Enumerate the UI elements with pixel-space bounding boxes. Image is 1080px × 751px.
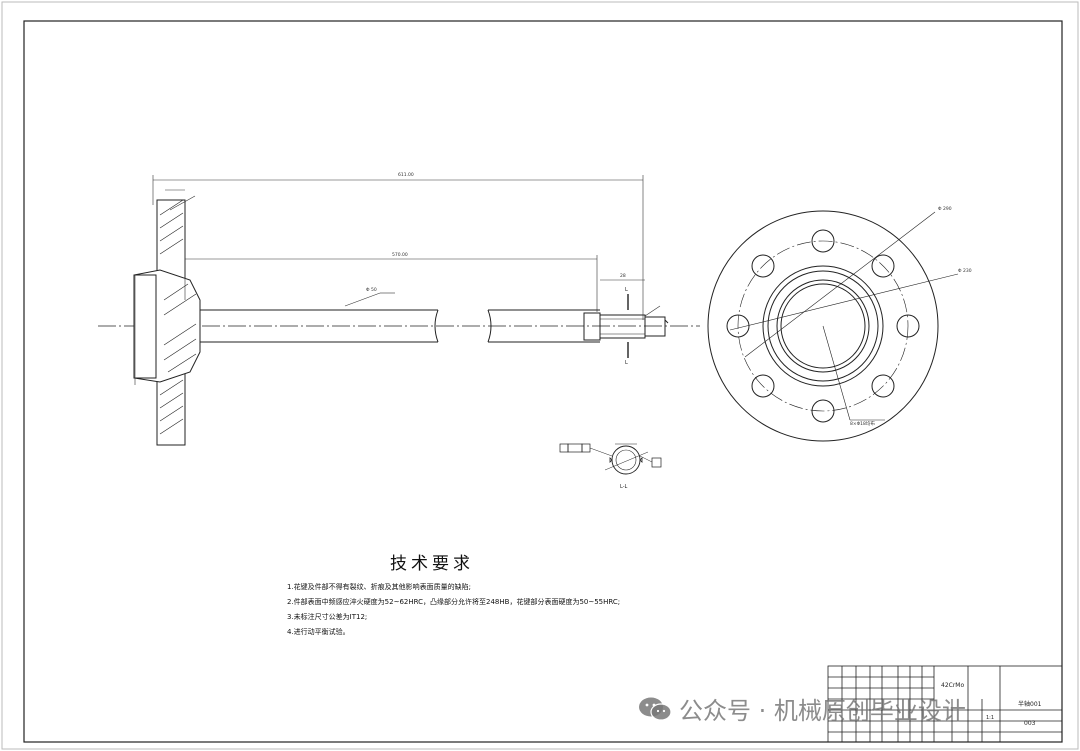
material: 42CrMo [941, 682, 964, 689]
title-block [827, 665, 1063, 743]
scale: 1:1 [986, 715, 994, 721]
dim-shaft-dia: Φ 50 [366, 287, 377, 293]
dimension-lines [134, 175, 661, 385]
section-label: L-L [620, 484, 628, 490]
dim-shaft-length: 570.00 [392, 252, 408, 258]
dim-flange-diameter: Φ 290 [938, 206, 952, 212]
requirement-item: 1.花键及件部不得有裂纹、折痕及其他影响表面质量的缺陷; [287, 583, 472, 591]
watermark: 公众号 · 机械原创毕业设计 [637, 691, 966, 726]
spline-section [559, 443, 662, 475]
dim-overall-length: 611.00 [398, 172, 414, 178]
shaft-side-view [98, 199, 700, 446]
dimension-text: 611.00 570.00 28 Φ 50 L L [366, 172, 628, 366]
watermark-text: 公众号 · 机械原创毕业设计 [679, 697, 966, 725]
dim-hole-spec: 8×Φ18均布 [850, 420, 875, 427]
flange-front-view [707, 210, 959, 442]
requirement-item: 2.件部表面中频感应淬火硬度为52~62HRC，凸缘部分允许将至248HB，花键… [287, 598, 621, 606]
drawing-border [23, 20, 1063, 743]
drawing-number: 半轴001 [1018, 700, 1042, 708]
bolt-holes [726, 229, 920, 423]
section-mark-top: L [625, 287, 628, 293]
section-mark-bottom: L [625, 360, 628, 366]
tech-requirements-list: 1.花键及件部不得有裂纹、折痕及其他影响表面质量的缺陷; 2.件部表面中频感应淬… [287, 580, 620, 640]
requirement-item: 3.未标注尺寸公差为IT12; [287, 613, 368, 621]
dim-end-length: 28 [620, 273, 626, 279]
requirement-item: 4.进行动平衡试验。 [287, 628, 350, 636]
sheet-number: 003 [1024, 720, 1036, 727]
dim-bolt-circle: Φ 230 [958, 268, 972, 274]
tech-requirements-title: 技术要求 [390, 554, 474, 574]
wechat-icon [639, 697, 672, 721]
